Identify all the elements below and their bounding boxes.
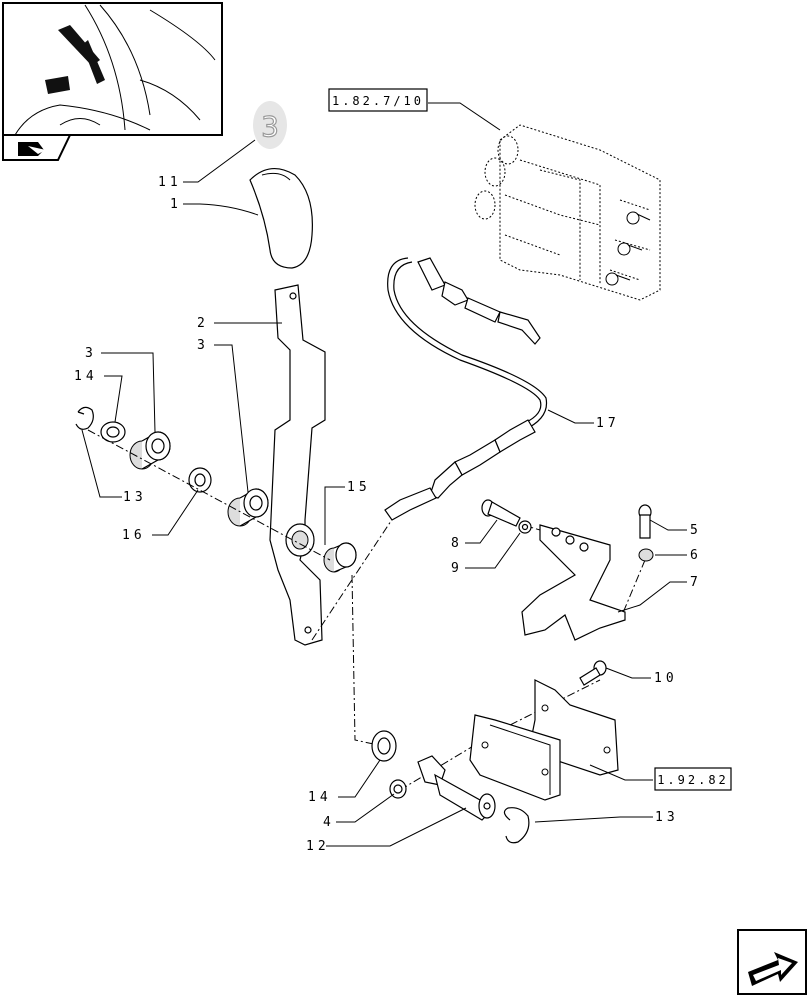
bolt-8 — [481, 499, 521, 527]
thumbnail-tab — [2, 134, 72, 161]
lever-pivot — [285, 523, 315, 557]
knob — [249, 168, 313, 269]
callout-12: 12 — [306, 839, 330, 854]
badge-text: 3 — [261, 110, 279, 143]
washer-9 — [518, 520, 532, 534]
callout-11: 11 — [158, 175, 182, 190]
ref-valve-text: 1.82.7/10 — [332, 94, 424, 108]
axis-line-lever-cable — [311, 514, 396, 641]
lower-bracket — [469, 679, 619, 801]
callouts: 11 1 2 3 3 14 13 16 15 17 8 9 5 6 7 10 1… — [74, 175, 702, 854]
callout-10: 10 — [654, 671, 678, 686]
circlip-13-bottom — [503, 807, 530, 844]
callout-13-bottom: 13 — [655, 810, 679, 825]
callout-3-middle: 3 — [197, 338, 209, 353]
ref-bracket-text: 1.92.82 — [657, 773, 729, 787]
callout-16: 16 — [122, 528, 146, 543]
bushing-left — [129, 431, 171, 470]
lever — [269, 284, 326, 646]
washer-14-bottom — [371, 730, 397, 762]
badge-3: 3 — [253, 101, 287, 149]
washer-4 — [389, 779, 407, 799]
callout-2: 2 — [197, 316, 209, 331]
bushing-middle — [227, 488, 269, 527]
ref-box-valve: 1.82.7/10 — [328, 88, 428, 112]
spacer-15 — [323, 542, 357, 573]
callout-4: 4 — [323, 815, 335, 830]
washer-14-top — [100, 421, 126, 443]
axis-line-main — [87, 429, 331, 561]
callout-14-bottom: 14 — [308, 790, 332, 805]
washer-6 — [638, 548, 654, 562]
bolt-10 — [579, 660, 607, 686]
next-page-arrow-icon[interactable] — [737, 929, 807, 995]
axis-line-bolt-8 — [489, 514, 541, 531]
callout-14-top: 14 — [74, 369, 98, 384]
washer-16 — [188, 467, 212, 493]
bolt-5 — [638, 504, 652, 539]
callout-5: 5 — [690, 523, 702, 538]
valve-block — [474, 124, 661, 301]
callout-8: 8 — [451, 536, 463, 551]
pin-12 — [417, 755, 496, 821]
thumbnail-view — [2, 2, 223, 136]
callout-6: 6 — [690, 548, 702, 563]
axis-line-down — [351, 574, 379, 746]
cable-17 — [384, 257, 548, 521]
ref-box-bracket: 1.92.82 — [654, 767, 732, 791]
callout-7: 7 — [690, 575, 702, 590]
callout-3-left: 3 — [85, 346, 97, 361]
callout-17: 17 — [596, 416, 620, 431]
callout-1: 1 — [170, 197, 182, 212]
bracket-7 — [521, 524, 626, 641]
callout-13-top: 13 — [123, 490, 147, 505]
leader-lines — [81, 102, 687, 847]
callout-15: 15 — [347, 480, 371, 495]
callout-9: 9 — [451, 561, 463, 576]
circlip-13-top — [75, 406, 94, 430]
